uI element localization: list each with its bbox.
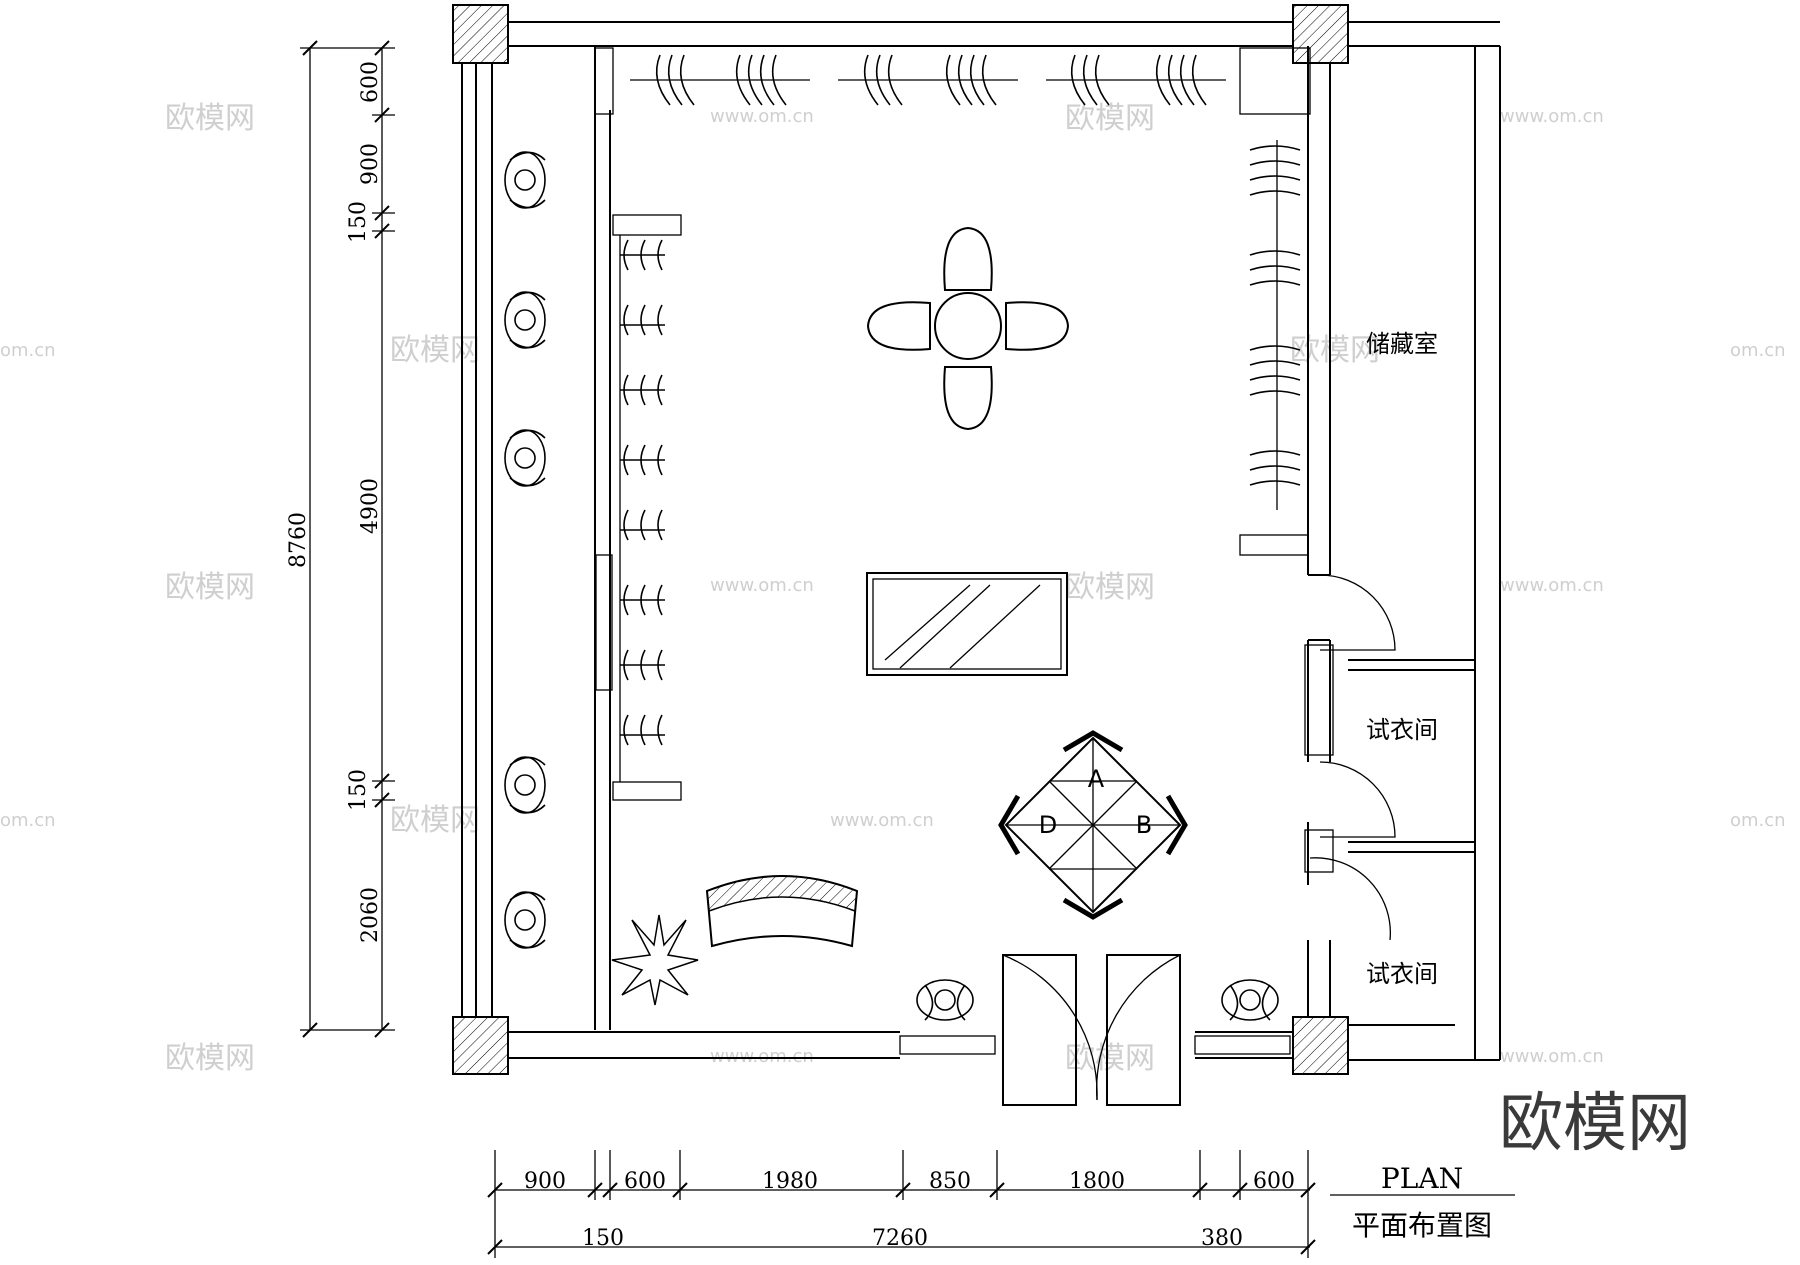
room-label-fitting: 试衣间 — [1366, 960, 1438, 988]
cashier-counter — [705, 875, 859, 948]
watermark-url: www.om.cn — [710, 106, 814, 127]
watermark-brand: 欧模网 — [1065, 1041, 1155, 1076]
watermark-url: www.om.cn — [710, 575, 814, 596]
watermark-url: om.cn — [0, 810, 56, 831]
entrance-doors — [899, 954, 1291, 1106]
top-rails — [594, 47, 1311, 115]
watermark-url: om.cn — [1730, 810, 1786, 831]
dim-left: 600 — [358, 61, 383, 103]
plant — [611, 914, 699, 1006]
dim-left: 900 — [358, 143, 383, 185]
dim-bottom: 900 — [524, 1169, 566, 1194]
display-table — [866, 572, 1068, 676]
dimension-lines-bottom — [487, 1150, 1515, 1258]
dim-bottom-total: 7260 — [872, 1226, 928, 1251]
plan-title-en: PLAN — [1381, 1162, 1463, 1195]
columns — [452, 4, 1349, 1075]
watermark-brand: 欧模网 — [1065, 570, 1155, 605]
dim-bottom: 1800 — [1069, 1169, 1125, 1194]
watermark-url: www.om.cn — [1500, 1046, 1604, 1067]
stand-label-b: B — [1136, 811, 1152, 839]
dim-bottom-total: 150 — [582, 1226, 624, 1251]
plan-title-zh: 平面布置图 — [1352, 1209, 1492, 1242]
watermark-brand: 欧模网 — [390, 333, 480, 368]
watermark-url: www.om.cn — [1500, 106, 1604, 127]
dim-left: 150 — [346, 769, 371, 811]
room-label-storage: 储藏室 — [1366, 330, 1438, 358]
watermark-brand: 欧模网 — [390, 803, 480, 838]
dim-left: 150 — [346, 201, 371, 243]
lounge-set — [866, 226, 1070, 431]
watermark-url: om.cn — [0, 340, 56, 361]
dim-bottom: 600 — [1253, 1169, 1295, 1194]
mannequins — [504, 151, 1279, 1021]
dimension-lines-left — [300, 40, 395, 1038]
watermark-brand: 欧模网 — [165, 570, 255, 605]
walls — [461, 21, 1501, 1061]
room-label-fitting: 试衣间 — [1366, 716, 1438, 744]
watermarks: 欧模网 欧模网 www.om.cn www.om.cn 欧模网 欧模网 om.c… — [0, 101, 1786, 1076]
dim-bottom: 850 — [929, 1169, 971, 1194]
interior-doors — [1304, 574, 1396, 941]
dim-bottom-total: 380 — [1201, 1226, 1243, 1251]
stand-label-d: D — [1039, 811, 1057, 839]
watermark-brand: 欧模网 — [165, 1041, 255, 1076]
dim-left-total: 8760 — [286, 512, 311, 568]
dim-bottom: 1980 — [762, 1169, 818, 1194]
right-rack — [1239, 140, 1309, 556]
watermark-brand: 欧模网 — [1290, 333, 1380, 368]
watermark-brand: 欧模网 — [165, 101, 255, 136]
stand-label-a: A — [1088, 765, 1105, 793]
watermark-logo: 欧模网 — [1499, 1087, 1691, 1161]
watermark-url: www.om.cn — [710, 1046, 814, 1067]
watermark-url: www.om.cn — [830, 810, 934, 831]
display-stand — [998, 730, 1188, 920]
watermark-url: om.cn — [1730, 340, 1786, 361]
dim-left: 4900 — [358, 478, 383, 534]
dim-left: 2060 — [358, 887, 383, 943]
left-rack — [595, 214, 682, 801]
watermark-url: www.om.cn — [1500, 575, 1604, 596]
dim-bottom: 600 — [624, 1169, 666, 1194]
watermark-brand: 欧模网 — [1065, 101, 1155, 136]
